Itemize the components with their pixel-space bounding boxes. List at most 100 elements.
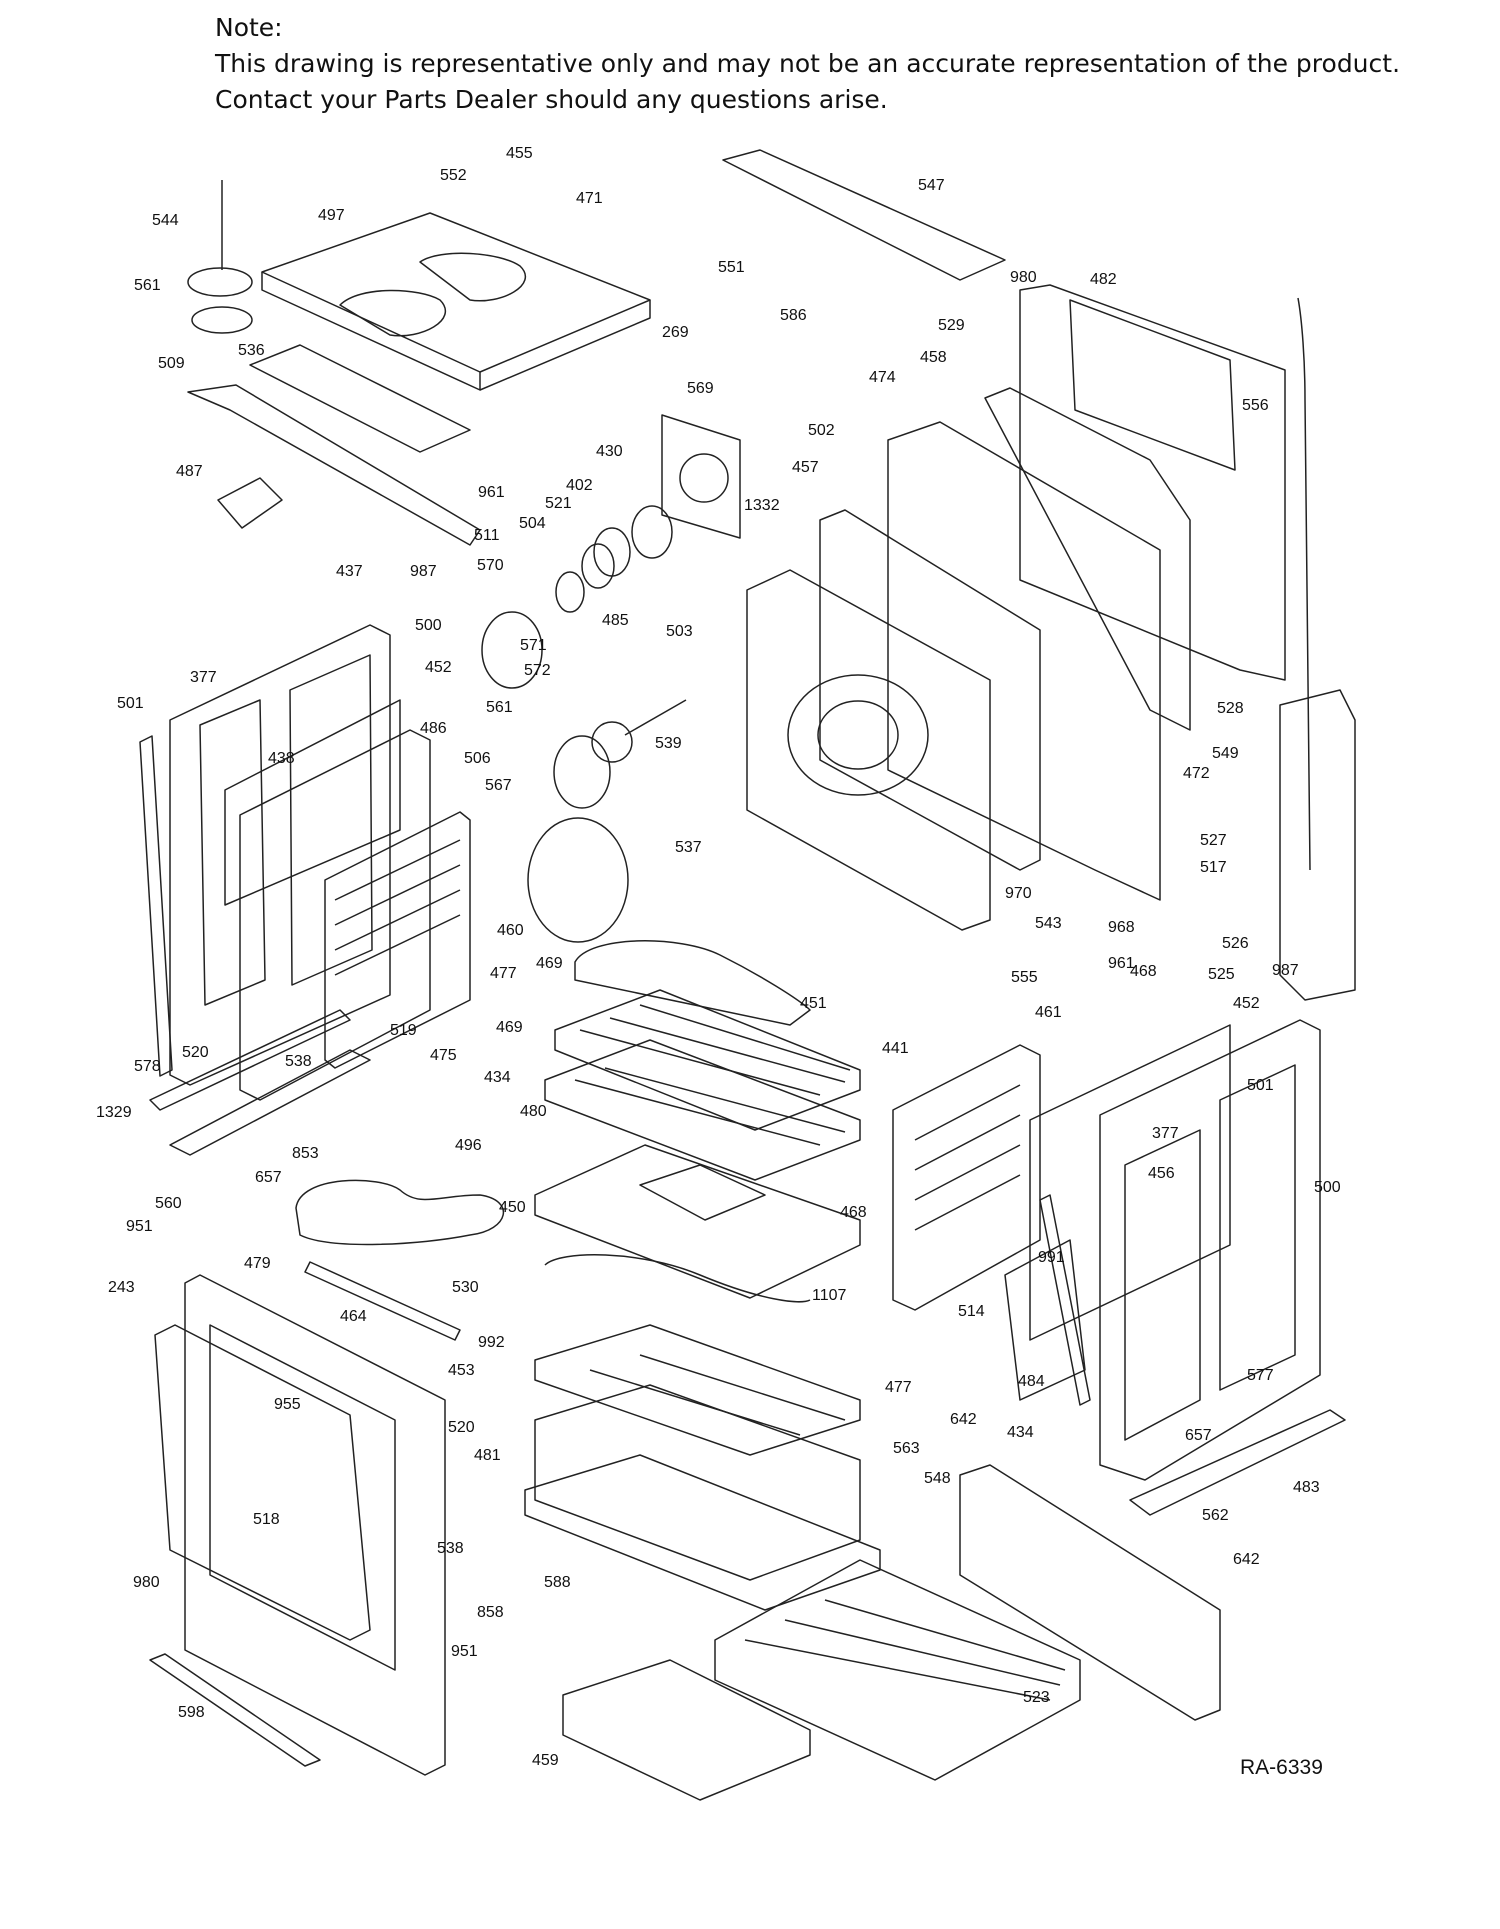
part-label-527: 527	[1200, 832, 1227, 849]
part-label-560: 560	[155, 1195, 182, 1212]
part-label-481: 481	[474, 1447, 501, 1464]
part-label-452: 452	[1233, 995, 1260, 1012]
part-label-437: 437	[336, 563, 363, 580]
broiler-pan	[534, 1144, 861, 1299]
part-label-991: 991	[1038, 1249, 1065, 1266]
part-label-458: 458	[920, 349, 947, 366]
part-label-496: 496	[455, 1137, 482, 1154]
note-line-1: This drawing is representative only and …	[215, 49, 1401, 78]
part-label-544: 544	[152, 212, 179, 229]
part-label-556: 556	[1242, 397, 1269, 414]
part-label-487: 487	[176, 463, 203, 480]
part-label-970: 970	[1005, 885, 1032, 902]
oven-rack-lower	[544, 1039, 861, 1181]
left-side-panel	[169, 624, 391, 1086]
part-label-459: 459	[532, 1752, 559, 1769]
part-label-520: 520	[448, 1419, 475, 1436]
bottom-cover	[562, 1659, 811, 1801]
part-label-561: 561	[486, 699, 513, 716]
oven-rack-upper	[554, 989, 861, 1131]
part-label-642: 642	[1233, 1551, 1260, 1568]
part-label-482: 482	[1090, 271, 1117, 288]
part-label-642: 642	[950, 1411, 977, 1428]
part-label-551: 551	[718, 259, 745, 276]
part-label-537: 537	[675, 839, 702, 856]
part-label-569: 569	[687, 380, 714, 397]
part-label-483: 483	[1293, 1479, 1320, 1496]
part-label-561: 561	[134, 277, 161, 294]
part-label-562: 562	[1202, 1507, 1229, 1524]
front-trim	[187, 384, 481, 546]
part-label-992: 992	[478, 1334, 505, 1351]
part-label-497: 497	[318, 207, 345, 224]
part-label-528: 528	[1217, 700, 1244, 717]
part-label-657: 657	[255, 1169, 282, 1186]
back-cover	[1019, 284, 1286, 681]
part-label-968: 968	[1108, 919, 1135, 936]
part-label-961: 961	[478, 484, 505, 501]
part-label-451: 451	[800, 995, 827, 1012]
part-label-460: 460	[497, 922, 524, 939]
part-label-402: 402	[566, 477, 593, 494]
part-label-572: 572	[524, 662, 551, 679]
part-label-598: 598	[178, 1704, 205, 1721]
part-label-951: 951	[126, 1218, 153, 1235]
part-label-586: 586	[780, 307, 807, 324]
part-label-1329: 1329	[96, 1104, 132, 1121]
part-label-464: 464	[340, 1308, 367, 1325]
part-label-511: 511	[474, 527, 500, 544]
part-label-377: 377	[1152, 1125, 1179, 1142]
part-label-434: 434	[484, 1069, 511, 1086]
part-label-588: 588	[544, 1574, 571, 1591]
part-label-484: 484	[1018, 1373, 1045, 1390]
part-label-243: 243	[108, 1279, 135, 1296]
diagram-reference-code: RA-6339	[1240, 1756, 1323, 1779]
part-label-430: 430	[596, 443, 623, 460]
part-label-468: 468	[1130, 963, 1157, 980]
part-label-471: 471	[576, 190, 603, 207]
part-label-523: 523	[1023, 1689, 1050, 1706]
part-label-1332: 1332	[744, 497, 780, 514]
part-label-452: 452	[425, 659, 452, 676]
part-label-578: 578	[134, 1058, 161, 1075]
part-label-438: 438	[268, 750, 295, 767]
part-label-502: 502	[808, 422, 835, 439]
part-label-504: 504	[519, 515, 546, 532]
part-label-455: 455	[506, 145, 533, 162]
part-label-520: 520	[182, 1044, 209, 1061]
part-label-961: 961	[1108, 955, 1135, 972]
part-label-480: 480	[520, 1103, 547, 1120]
part-label-477: 477	[490, 965, 517, 982]
part-label-441: 441	[882, 1040, 909, 1057]
part-label-549: 549	[1212, 745, 1239, 762]
part-label-269: 269	[662, 324, 689, 341]
part-label-980: 980	[1010, 269, 1037, 286]
part-label-461: 461	[1035, 1004, 1062, 1021]
part-label-539: 539	[655, 735, 682, 752]
part-label-570: 570	[477, 557, 504, 574]
part-label-506: 506	[464, 750, 491, 767]
part-label-469: 469	[496, 1019, 523, 1036]
right-side-panel	[1099, 1019, 1321, 1481]
part-label-472: 472	[1183, 765, 1210, 782]
part-label-468: 468	[840, 1204, 867, 1221]
part-label-509: 509	[158, 355, 185, 372]
part-label-475: 475	[430, 1047, 457, 1064]
part-label-530: 530	[452, 1279, 479, 1296]
part-label-500: 500	[415, 617, 442, 634]
part-label-980: 980	[133, 1574, 160, 1591]
part-label-500: 500	[1314, 1179, 1341, 1196]
part-label-525: 525	[1208, 966, 1235, 983]
warming-rack	[714, 1559, 1081, 1781]
part-label-450: 450	[499, 1199, 526, 1216]
part-label-563: 563	[893, 1440, 920, 1457]
part-label-536: 536	[238, 342, 265, 359]
part-label-853: 853	[292, 1145, 319, 1162]
part-label-538: 538	[437, 1540, 464, 1557]
part-label-501: 501	[117, 695, 144, 712]
part-label-571: 571	[520, 637, 547, 654]
part-label-548: 548	[924, 1470, 951, 1487]
part-label-434: 434	[1007, 1424, 1034, 1441]
